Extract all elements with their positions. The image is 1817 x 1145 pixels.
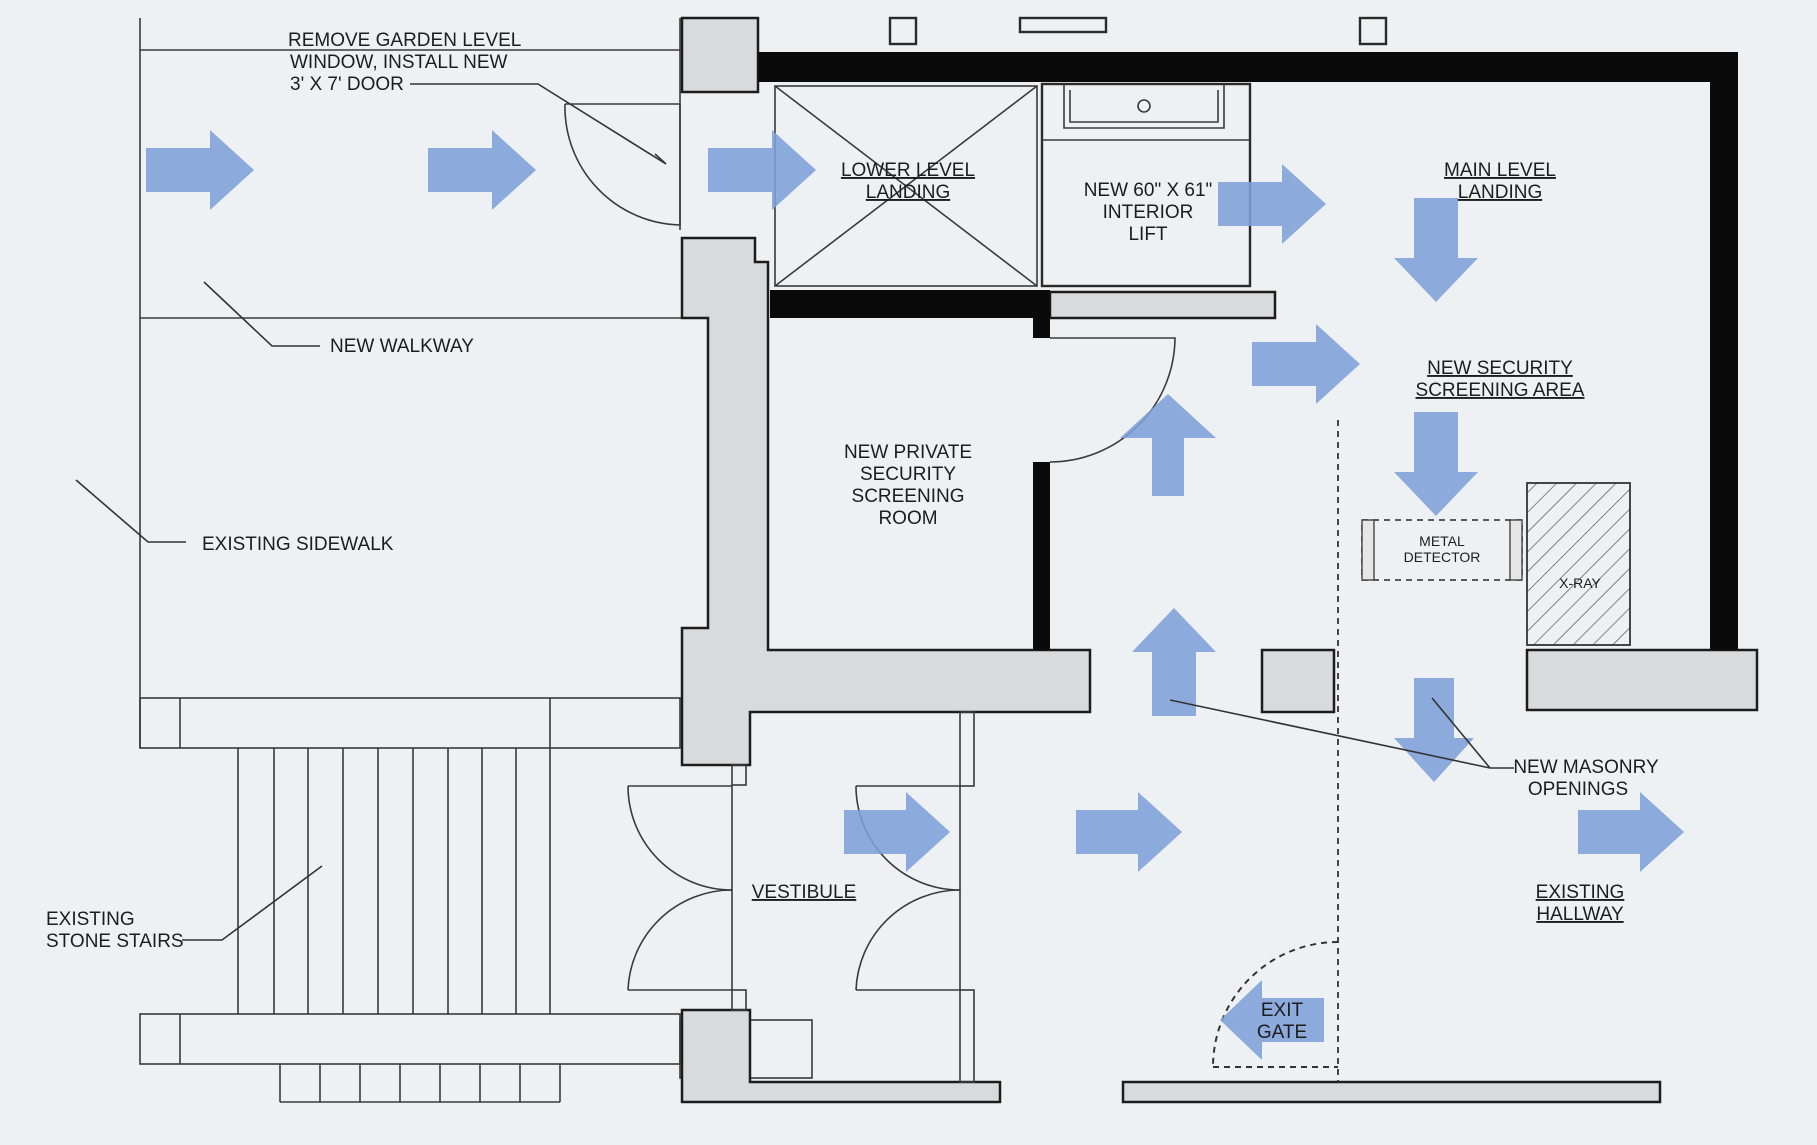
label-remove-garden-3: 3' X 7' DOOR — [290, 74, 404, 95]
circulation-arrow-icon — [1120, 394, 1216, 496]
label-masonry-2: OPENINGS — [1528, 779, 1628, 800]
label-vestibule: VESTIBULE — [752, 882, 857, 903]
existing-stone-stairs — [237, 748, 551, 1014]
wall-pier-top — [680, 16, 760, 94]
label-main-landing-2: LANDING — [1458, 182, 1542, 203]
new-wall-room-east — [1033, 462, 1050, 650]
label-security-area-1: NEW SECURITY — [1427, 358, 1573, 379]
label-xray: X-RAY — [1559, 575, 1601, 591]
wall-pier-center — [1260, 648, 1336, 714]
circulation-arrow-icon — [1394, 412, 1478, 516]
circulation-arrow-icon — [1220, 980, 1324, 1060]
new-wall-room-top — [770, 290, 1050, 318]
leader-lines — [75, 83, 1514, 941]
circulation-arrow-icon — [1578, 792, 1684, 872]
wall-east-segment — [1525, 648, 1759, 712]
window-right — [1358, 16, 1388, 46]
label-new-walkway: NEW WALKWAY — [330, 336, 474, 357]
circulation-arrow-icon — [844, 792, 950, 872]
stair-base-platform — [139, 1013, 681, 1065]
label-private-room-3: SCREENING — [852, 486, 965, 507]
new-wall-top — [758, 52, 1738, 82]
new-walls — [758, 52, 1738, 650]
new-wall-east — [1710, 52, 1738, 650]
label-main-landing-1: MAIN LEVEL — [1444, 160, 1556, 181]
label-lower-landing-1: LOWER LEVEL — [841, 160, 975, 181]
label-exit-gate-2: GATE — [1257, 1022, 1307, 1043]
label-existing-sidewalk: EXISTING SIDEWALK — [202, 534, 394, 555]
label-private-room-1: NEW PRIVATE — [844, 442, 972, 463]
label-stairs-1: EXISTING — [46, 909, 135, 930]
label-security-area-2: SCREENING AREA — [1416, 380, 1585, 401]
label-masonry-1: NEW MASONRY — [1513, 757, 1659, 778]
label-lift-3: LIFT — [1128, 224, 1167, 245]
wall-main-masonry — [680, 236, 1092, 767]
label-hallway-2: HALLWAY — [1536, 904, 1624, 925]
metal-detector — [1361, 519, 1523, 581]
label-private-room-2: SECURITY — [860, 464, 956, 485]
label-lift-2: INTERIOR — [1103, 202, 1194, 223]
label-lift-1: NEW 60" X 61" — [1084, 180, 1213, 201]
label-metal-detector-2: DETECTOR — [1404, 549, 1481, 565]
circulation-arrow-icon — [1394, 678, 1474, 782]
label-lower-landing-2: LANDING — [866, 182, 950, 203]
circulation-arrow-icon — [708, 130, 816, 210]
circulation-arrow-icon — [1218, 164, 1326, 244]
label-hallway-1: EXISTING — [1536, 882, 1625, 903]
new-wall-door-jamb — [1033, 290, 1050, 338]
label-metal-detector-1: METAL — [1419, 533, 1465, 549]
existing-walls — [680, 16, 1759, 1104]
circulation-arrows — [146, 130, 1684, 1060]
label-remove-garden-2: WINDOW, INSTALL NEW — [290, 52, 508, 73]
label-remove-garden-1: REMOVE GARDEN LEVEL — [288, 30, 521, 51]
window-center — [1018, 16, 1108, 34]
exterior-area — [139, 18, 813, 1103]
stair-landing — [139, 697, 681, 749]
label-private-room-4: ROOM — [878, 508, 937, 529]
circulation-arrow-icon — [146, 130, 254, 210]
window-left — [888, 16, 918, 46]
label-stairs-2: STONE STAIRS — [46, 931, 184, 952]
exit-gate[interactable] — [1212, 941, 1339, 1068]
wall-bottom-left — [680, 1008, 1002, 1104]
circulation-arrow-icon — [1252, 324, 1360, 404]
annotations: REMOVE GARDEN LEVEL WINDOW, INSTALL NEW … — [46, 30, 1659, 1043]
label-exit-gate-1: EXIT — [1261, 1000, 1304, 1021]
circulation-arrow-icon — [1132, 608, 1216, 716]
wall-bottom-right — [1121, 1080, 1662, 1104]
xray-machine — [1526, 482, 1631, 646]
circulation-arrow-icon — [1076, 792, 1182, 872]
wall-lift-sill — [1048, 290, 1277, 320]
circulation-arrow-icon — [1394, 198, 1478, 302]
door-swings — [564, 103, 1176, 991]
circulation-arrow-icon — [428, 130, 536, 210]
